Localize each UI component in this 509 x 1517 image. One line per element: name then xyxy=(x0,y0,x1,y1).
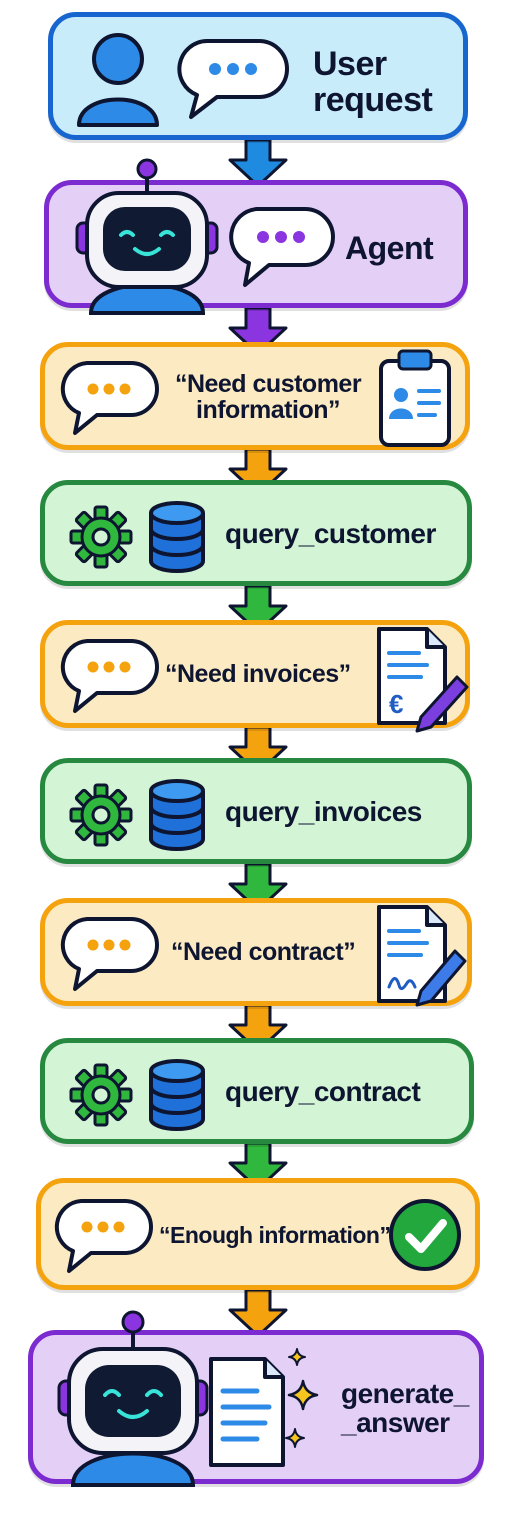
robot-icon xyxy=(57,1310,209,1487)
arrow-down-icon xyxy=(228,1288,288,1338)
step-label: “Need invoices” xyxy=(165,660,351,688)
step-label: Agent xyxy=(345,230,434,266)
step-agent: Agent xyxy=(44,158,468,315)
svg-text:€: € xyxy=(389,689,403,719)
database-icon xyxy=(149,501,205,573)
chat-bubble-icon xyxy=(60,361,159,435)
user-icon xyxy=(77,33,159,127)
arrow-down-icon xyxy=(228,138,288,188)
database-icon xyxy=(149,1059,205,1131)
step-label: generate_ _answer xyxy=(341,1378,469,1439)
step-label: “Enough information” xyxy=(159,1222,391,1248)
contract-signature-icon xyxy=(377,905,467,1007)
step-tool-query-invoices: query_invoices xyxy=(40,758,472,864)
step-label: query_invoices xyxy=(225,796,422,827)
step-tool-query-contract: query_contract xyxy=(40,1038,474,1144)
step-thought-invoices: “Need invoices” € xyxy=(40,620,470,733)
step-label: User request xyxy=(313,45,433,119)
chat-bubble-icon xyxy=(60,917,159,991)
chat-bubble-icon xyxy=(177,39,289,119)
step-label: “Need contract” xyxy=(171,938,356,966)
checkmark-icon xyxy=(389,1199,461,1271)
document-sparkle-icon xyxy=(209,1348,319,1467)
step-label: query_customer xyxy=(225,518,436,549)
gear-icon xyxy=(69,1063,133,1127)
invoice-euro-icon: € xyxy=(377,627,469,733)
chat-bubble-icon xyxy=(54,1199,153,1273)
step-thought-customer: “Need customer information” xyxy=(40,342,470,450)
step-label: query_contract xyxy=(225,1076,421,1107)
database-icon xyxy=(149,779,205,851)
arrow-down-icon xyxy=(228,1141,288,1191)
step-thought-contract: “Need contract” xyxy=(40,898,472,1007)
arrow-down-icon xyxy=(228,306,288,356)
step-generate-answer: generate_ _answer xyxy=(28,1310,484,1487)
chat-bubble-icon xyxy=(229,207,335,287)
step-thought-enough: “Enough information” xyxy=(36,1178,480,1290)
arrow-down-icon xyxy=(228,584,288,634)
gear-icon xyxy=(69,505,133,569)
clipboard-id-icon xyxy=(379,349,451,447)
step-user-request: User request xyxy=(48,12,468,140)
step-label: “Need customer information” xyxy=(174,370,362,425)
gear-icon xyxy=(69,783,133,847)
robot-icon xyxy=(75,158,219,315)
step-tool-query-customer: query_customer xyxy=(40,480,472,586)
chat-bubble-icon xyxy=(60,639,159,713)
arrow-down-icon xyxy=(228,862,288,912)
